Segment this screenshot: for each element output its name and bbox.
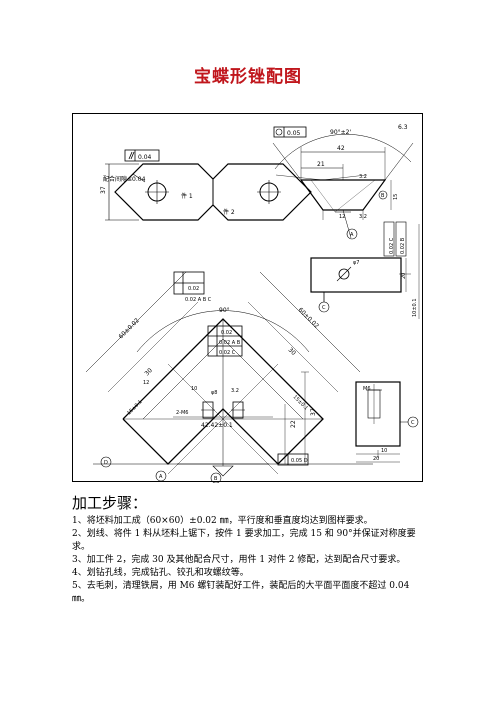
dim-37-left: 37	[100, 186, 107, 194]
datum-b-label: B	[381, 193, 385, 199]
step-item: 5、去毛刺，清理铁屑，用 M6 螺钉装配好工件，装配后的大平面平面度不超过 0.…	[72, 581, 410, 604]
dim-37-main: 37	[310, 408, 317, 416]
part2-view	[85, 271, 373, 477]
dim-42-42: 42.42±0.1	[201, 422, 233, 429]
dim-30-right: 30	[287, 346, 297, 356]
datum-b-label-main: B	[214, 476, 218, 482]
parallel-frame-value: 0.04	[138, 154, 152, 161]
datum-a-circle-main	[155, 470, 167, 482]
hole-dim-main: φ8	[211, 390, 217, 396]
part1-views	[272, 126, 420, 319]
thread-2-m6: 2-M6	[176, 410, 188, 416]
side-thread: M6	[363, 386, 371, 392]
dim-60-right: 60±0.02	[297, 306, 320, 329]
datum-a-label-top: A	[350, 232, 354, 238]
frame-perp-value: 0.02 B	[400, 237, 406, 254]
side-datum-c-circle	[407, 416, 419, 428]
dim-60-left: 60±0.02	[117, 317, 140, 340]
step-item: 1、将坯料加工成（60×60）±0.02 ㎜，平行度和垂直度均达到图样要求。	[72, 516, 373, 526]
dim-10-main: 10	[191, 386, 197, 392]
datum-c-circle-top	[318, 301, 330, 313]
dim-20-top: 20	[401, 273, 407, 279]
part2-label: 件 2	[223, 208, 235, 216]
technical-drawing: 0.04 配合间隙≤0.04 件 1 件 2 37	[72, 113, 423, 483]
dim-12-main: 12	[143, 380, 149, 386]
angle-90-main: 90°	[219, 307, 230, 314]
side-dim-10: 10	[381, 448, 387, 454]
datum-c-label-top: C	[322, 305, 326, 311]
fit-gap-note: 配合间隙≤0.04	[103, 175, 146, 183]
dim-15-left: 15±0.1	[126, 399, 143, 416]
datum-b-circle	[378, 190, 388, 200]
page-title: 宝蝶形锉配图	[194, 67, 302, 87]
step-item: 2、划线、将件 1 料从坯料上锯下，按件 1 要求加工，完成 15 和 90°并…	[72, 529, 416, 552]
datum-b-circle-main	[210, 472, 222, 483]
bottom-frame-value: 0.05 D	[291, 458, 308, 464]
dim-12-top: 12	[339, 214, 345, 220]
roughness-3-2-top: 3.2	[359, 174, 367, 180]
dim-10-right: 10±0.1	[412, 298, 418, 317]
center-perp-frame: 0.02 C	[219, 350, 236, 356]
main-flat-frame: 0.02	[188, 286, 199, 292]
drawing-svg: 0.04 配合间隙≤0.04 件 1 件 2 37	[85, 124, 420, 483]
dim-15-top: 15	[393, 194, 399, 200]
roughness-3-2-lower: 3.2	[359, 214, 367, 220]
datum-d-circle	[100, 456, 112, 468]
datum-a-circle-top	[346, 228, 358, 240]
dim-30-left: 30	[143, 367, 153, 377]
assembly-view	[105, 149, 312, 221]
part1-label: 件 1	[181, 192, 193, 200]
center-flat-frame: 0.02	[221, 330, 232, 336]
dim-22-main: 22	[290, 420, 297, 428]
dim-42-top: 42	[337, 145, 345, 152]
step-item: 3、加工件 2，完成 30 及其他配合尺寸，用件 1 对件 2 修配，达到配合尺…	[72, 555, 406, 565]
roughness-main: 3.2	[231, 388, 239, 394]
steps-list: 1、将坯料加工成（60×60）±0.02 ㎜，平行度和垂直度均达到图样要求。 2…	[72, 515, 428, 606]
position-frame-value: 0.05	[287, 130, 301, 137]
center-par-frame: 0.02 A B	[219, 340, 241, 346]
datum-d-label: D	[104, 460, 108, 466]
roughness-6-3: 6.3	[398, 124, 408, 131]
side-datum-c-label: C	[411, 420, 415, 426]
main-perp-frame: 0.02 A B C	[185, 297, 212, 303]
side-view	[355, 381, 408, 463]
angle-dim: 90°±2'	[330, 129, 351, 136]
side-dim-20: 20	[373, 456, 379, 462]
step-item: 4、划钻孔线，完成钻孔、铰孔和攻螺纹等。	[72, 568, 249, 578]
hole-dim-top: φ7	[353, 260, 359, 266]
steps-heading: 加工步骤：	[72, 494, 148, 512]
frame-c-value: 0.02 C	[389, 237, 395, 254]
datum-a-label-main: A	[159, 474, 163, 480]
dim-21: 21	[317, 161, 325, 168]
